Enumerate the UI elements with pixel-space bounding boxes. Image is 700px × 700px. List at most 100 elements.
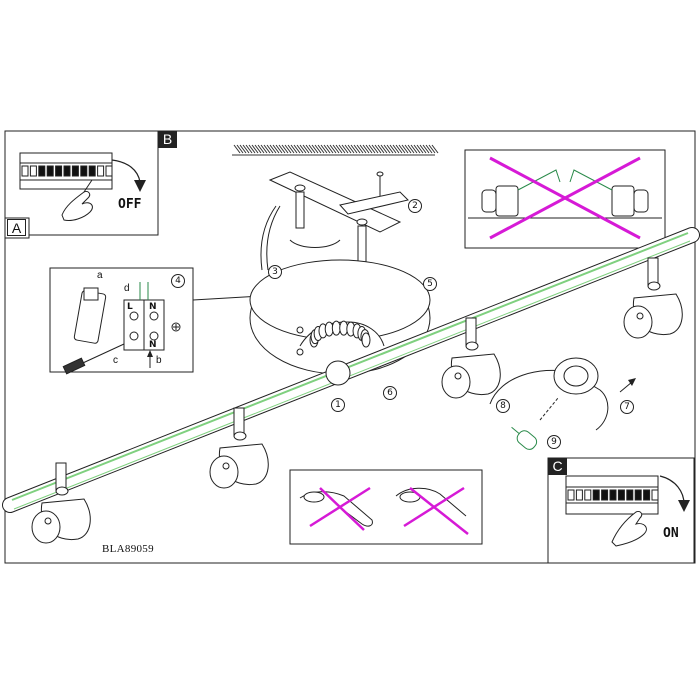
hatch-mark <box>254 144 262 154</box>
hatch-mark <box>314 144 322 154</box>
step-5: 5 <box>423 277 437 291</box>
breaker-module <box>29 165 37 177</box>
breaker-module <box>634 489 642 501</box>
hatch-mark <box>320 144 328 154</box>
spot-head <box>209 407 269 489</box>
hatch-mark <box>419 144 427 154</box>
ceiling-canopy <box>249 259 431 375</box>
step-9: 9 <box>547 435 561 449</box>
hatch-mark <box>305 144 313 154</box>
breaker-switch-icon <box>19 152 113 190</box>
breaker-module <box>601 489 609 501</box>
hatch-mark <box>368 144 376 154</box>
panel-b-label: B <box>158 131 177 148</box>
panel-b-switch-off <box>4 130 159 236</box>
hatch-mark <box>428 144 436 154</box>
hatch-mark <box>296 144 304 154</box>
canopy-petal <box>331 320 341 336</box>
wiring-letter-c: c <box>113 355 118 366</box>
wiring-letter-b: b <box>156 355 162 366</box>
lamp-right <box>569 169 649 217</box>
hatch-mark <box>425 144 433 154</box>
hatch-mark <box>242 144 250 154</box>
earth-ground-icon <box>171 322 181 332</box>
hatch-mark <box>350 144 358 154</box>
hatch-mark <box>335 144 343 154</box>
hand-icon <box>611 511 647 547</box>
step-2: 2 <box>408 199 422 213</box>
hatch-mark <box>287 144 295 154</box>
bulb-icon <box>511 426 538 450</box>
hatch-mark <box>341 144 349 154</box>
switch-on-text: ON <box>663 526 679 541</box>
lamp-left <box>481 169 561 217</box>
mounting-bracket <box>268 171 409 263</box>
breaker-module <box>97 165 105 177</box>
hatch-mark <box>308 144 316 154</box>
hatch-mark <box>383 144 391 154</box>
breaker-module <box>584 489 592 501</box>
hatch-mark <box>323 144 331 154</box>
hatch-mark <box>236 144 244 154</box>
model-code: BLA89059 <box>102 543 154 555</box>
hatch-mark <box>356 144 364 154</box>
breaker-module <box>617 489 625 501</box>
hatch-mark <box>275 144 283 154</box>
breaker-module <box>21 165 29 177</box>
breaker-module <box>71 165 79 177</box>
hatch-mark <box>404 144 412 154</box>
hatch-mark <box>299 144 307 154</box>
ceiling-hatch <box>232 144 439 156</box>
panel-c-switch-on <box>547 457 695 564</box>
breaker-module <box>567 489 575 501</box>
hatch-mark <box>401 144 409 154</box>
breaker-module <box>643 489 651 501</box>
breaker-module <box>575 489 583 501</box>
wiring-letter-d: d <box>124 283 130 294</box>
hatch-mark <box>332 144 340 154</box>
breaker-module <box>88 165 96 177</box>
hatch-mark <box>326 144 334 154</box>
step-4: 4 <box>171 274 185 288</box>
spot-head <box>31 462 91 544</box>
terminal-n: N <box>149 302 157 312</box>
wiring-letter-a: a <box>97 270 103 281</box>
screwdriver <box>62 343 125 375</box>
hatch-mark <box>317 144 325 154</box>
panel-no-bare-hands <box>289 469 483 545</box>
hatch-mark <box>248 144 256 154</box>
hatch-mark <box>392 144 400 154</box>
hatch-mark <box>416 144 424 154</box>
hatch-mark <box>380 144 388 154</box>
main-rail <box>2 227 700 513</box>
hatch-mark <box>398 144 406 154</box>
breaker-module <box>592 489 600 501</box>
panel-a-label: A <box>7 219 26 236</box>
terminal-n-lower: N <box>149 340 157 350</box>
hatch-mark <box>329 144 337 154</box>
hatch-mark <box>389 144 397 154</box>
spot-head <box>441 317 501 399</box>
hatch-mark <box>251 144 259 154</box>
hatch-mark <box>338 144 346 154</box>
bulb-change <box>489 357 636 450</box>
panel-a-wiring <box>4 217 263 375</box>
hatch-mark <box>377 144 385 154</box>
hatch-mark <box>365 144 373 154</box>
arrow-icon <box>678 500 690 512</box>
hatch-mark <box>284 144 292 154</box>
hatch-mark <box>302 144 310 154</box>
breaker-switch-icon <box>565 475 659 515</box>
step-7: 7 <box>620 400 634 414</box>
supply-cable <box>260 205 281 271</box>
hatch-mark <box>290 144 298 154</box>
step-6: 6 <box>383 386 397 400</box>
wires <box>139 282 149 300</box>
hatch-mark <box>374 144 382 154</box>
hatch-mark <box>431 144 439 154</box>
breaker-module <box>80 165 88 177</box>
arrow-icon <box>134 180 146 192</box>
hatch-mark <box>263 144 271 154</box>
hatch-mark <box>347 144 355 154</box>
hatch-mark <box>422 144 430 154</box>
